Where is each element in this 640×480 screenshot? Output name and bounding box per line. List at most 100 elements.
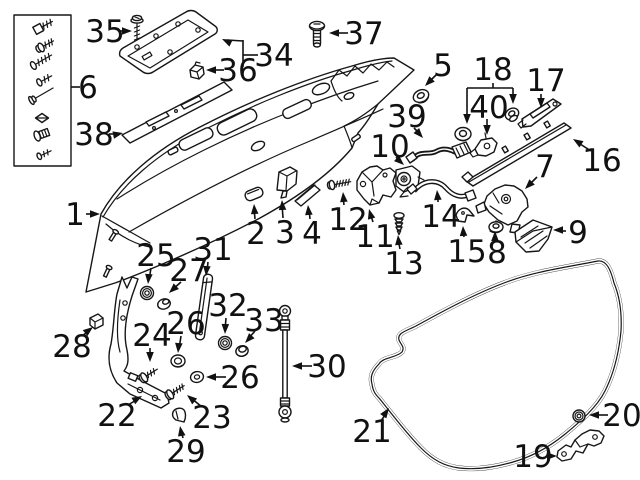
callout-12: 12 [328, 192, 368, 238]
part-bracket-11 [356, 165, 397, 206]
callout-label: 26 [220, 360, 259, 396]
part-oval-plug-2 [244, 186, 264, 202]
callout-3: 3 [275, 200, 295, 251]
callout-label: 10 [370, 129, 409, 165]
callout-label: 28 [52, 329, 91, 365]
callout-arrowhead-icon [553, 226, 563, 234]
part-pad-4 [294, 184, 321, 207]
callout-label: 35 [85, 14, 124, 50]
callout-arrowhead-icon [146, 352, 154, 362]
callout-arrowhead-icon [459, 226, 468, 237]
part-fastener-kit [13, 14, 72, 167]
part-latch-7 [475, 184, 529, 234]
callout-label: 38 [74, 117, 113, 153]
callout-27: 27 [169, 253, 209, 293]
callout-label: 24 [132, 318, 171, 354]
callout-arrowhead-icon [329, 29, 339, 37]
callout-arrowhead-icon [206, 373, 216, 381]
callout-arrowhead-icon [245, 333, 255, 343]
part-bolt-24 [138, 367, 158, 384]
part-bolt-23 [164, 383, 185, 401]
callout-label: 7 [535, 149, 555, 185]
callout-31: 31 [193, 232, 233, 276]
callout-40: 40 [469, 90, 509, 135]
callout-label: 6 [78, 70, 98, 106]
part-washer-26-lower [189, 370, 205, 384]
callout-34: 34 [222, 38, 294, 74]
callout-label: 25 [136, 238, 175, 274]
callout-label: 29 [166, 434, 205, 470]
part-bar-31 [194, 273, 214, 341]
part-cap-nut-33 [235, 345, 249, 357]
callout-11: 11 [355, 209, 395, 255]
callout-arrowhead-icon [222, 39, 233, 47]
callout-label: 32 [208, 288, 247, 324]
callout-label: 8 [487, 235, 507, 271]
callout-label: 37 [344, 16, 383, 52]
part-grommet-18-right [504, 107, 520, 123]
part-cable-14 [403, 179, 477, 202]
callout-label: 11 [355, 219, 394, 255]
callout-arrowhead-icon [434, 190, 442, 201]
callout-arrowhead-icon [425, 76, 435, 86]
callout-label: 18 [473, 52, 512, 88]
callout-18: 18 [463, 52, 517, 124]
part-nut-26-upper [170, 354, 186, 368]
part-grommet-18-left [454, 126, 472, 142]
callout-35: 35 [85, 14, 132, 50]
callout-label: 22 [97, 398, 136, 434]
callout-29: 29 [166, 426, 206, 470]
callout-arrowhead-icon [525, 179, 535, 189]
callout-label: 14 [421, 199, 460, 235]
callout-20: 20 [589, 398, 640, 434]
callout-arrowhead-icon [305, 205, 313, 216]
part-weatherstrip-21 [368, 258, 624, 472]
callout-arrowhead-icon [206, 66, 216, 74]
callout-26: 26 [206, 360, 260, 396]
callout-arrowhead-icon [203, 265, 211, 276]
callout-arrowhead-icon [221, 323, 230, 334]
callout-label: 15 [447, 234, 486, 270]
callout-label: 1 [65, 197, 85, 233]
callout-arrowhead-icon [278, 200, 287, 211]
part-sill-strip-16 [461, 120, 572, 187]
part-flange-nut-25 [139, 285, 155, 301]
part-trim-strip-38 [121, 81, 233, 144]
callout-21: 21 [352, 408, 392, 450]
callout-label: 31 [193, 232, 232, 268]
callout-13: 13 [384, 235, 424, 282]
callout-label: 33 [244, 303, 283, 339]
callout-arrowhead-icon [547, 452, 557, 460]
callout-arrowhead-icon [491, 231, 499, 241]
callout-arrowhead-icon [187, 395, 198, 405]
callout-4: 4 [302, 205, 322, 252]
callout-5: 5 [425, 48, 453, 86]
callout-16: 16 [573, 139, 622, 179]
part-license-plate-filler [118, 9, 218, 75]
callout-14: 14 [421, 190, 461, 235]
callout-label: 27 [169, 253, 208, 289]
callout-2: 2 [246, 204, 266, 252]
callout-arrowhead-icon [509, 94, 517, 104]
part-cover-cap-29 [171, 407, 187, 423]
part-screw-12 [326, 178, 352, 191]
callout-arrowhead-icon [250, 204, 259, 215]
part-nut-20 [572, 409, 586, 423]
part-grommet-27 [157, 298, 171, 310]
callout-arrowhead-icon [90, 210, 100, 218]
callout-label: 17 [526, 63, 565, 99]
callout-label: 9 [568, 215, 588, 251]
callout-label: 39 [387, 99, 426, 135]
callout-arrowhead-icon [82, 327, 93, 337]
callout-arrowhead-icon [589, 411, 599, 419]
callout-arrowhead-icon [112, 131, 123, 139]
callout-label: 23 [192, 400, 231, 436]
callout-label: 3 [275, 215, 295, 251]
callout-9: 9 [553, 215, 588, 251]
part-gas-strut-30 [278, 304, 292, 423]
part-striker-plate-17 [517, 98, 562, 129]
callout-10: 10 [370, 129, 410, 165]
callout-label: 16 [582, 143, 621, 179]
